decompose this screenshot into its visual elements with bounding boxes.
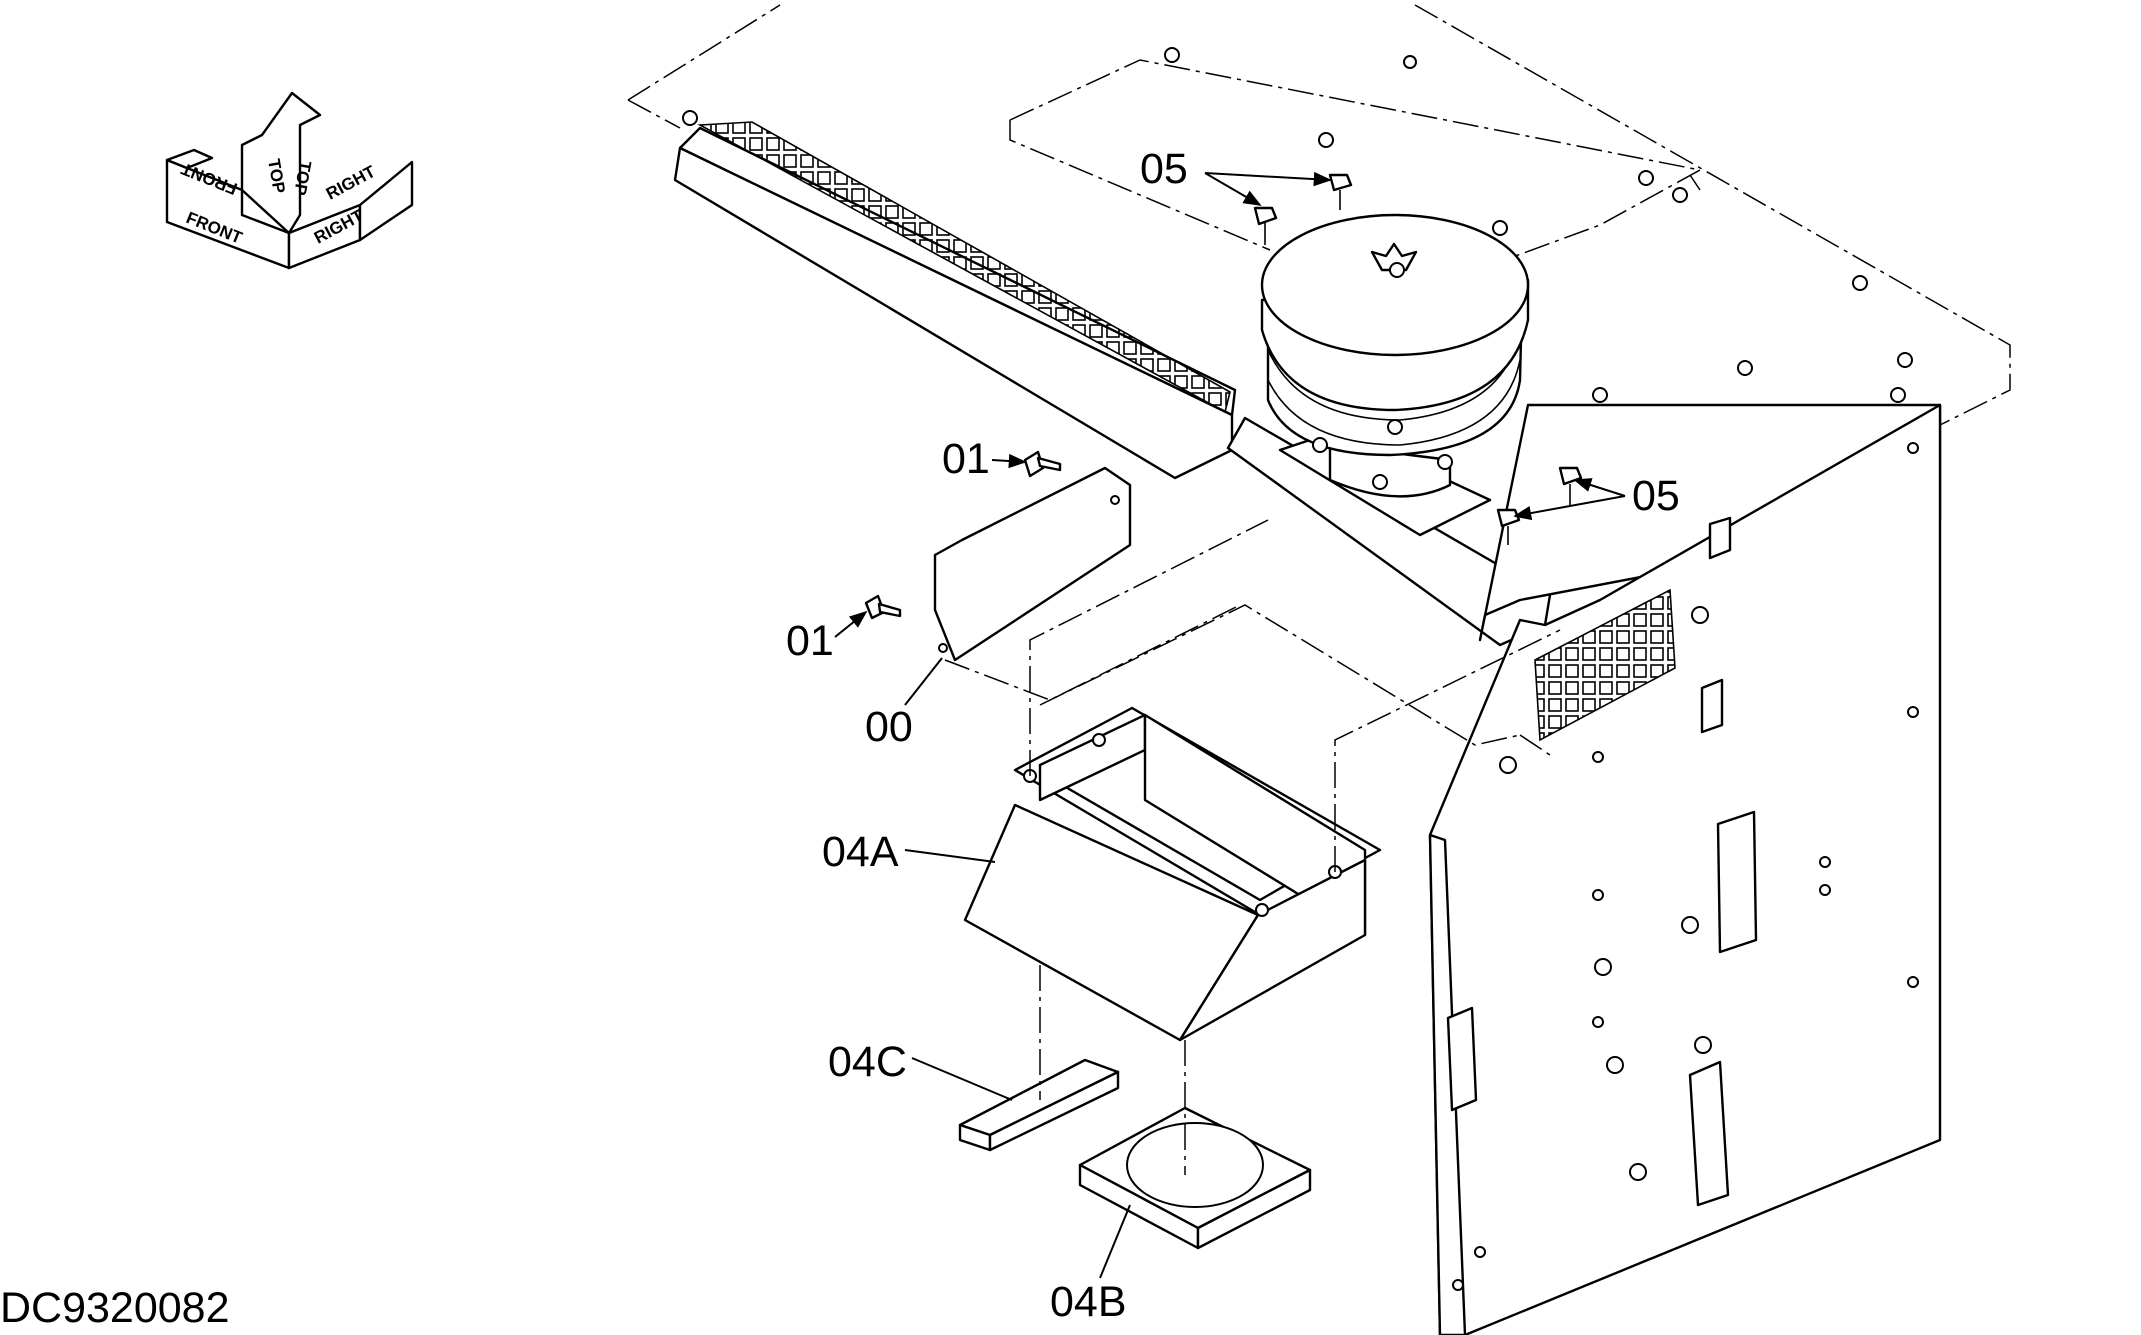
bolt-05-b — [1328, 173, 1353, 210]
bolt-01-upper — [1023, 450, 1062, 478]
seal-strip-04C — [958, 1058, 1120, 1152]
callout-05-lower: 05 — [1632, 472, 1680, 520]
callout-04C: 04C — [828, 1038, 907, 1086]
assembly-lines — [1029, 519, 1561, 1175]
callouts: 05 01 05 01 00 04A 04C 04B — [786, 145, 1680, 1326]
bolt-05-a — [1253, 206, 1278, 245]
air-cleaner — [1226, 213, 1552, 647]
callout-05-upper: 05 — [1140, 145, 1188, 193]
callout-04A: 04A — [822, 828, 899, 876]
callout-01-lower: 01 — [786, 617, 834, 665]
duct-box-04A — [963, 706, 1382, 1042]
cover-plate-00 — [933, 466, 1241, 701]
front-grille — [673, 121, 1237, 480]
orientation-indicator: FRONT FRONT TOP TOP RIGHT RIGHT — [165, 91, 414, 270]
bolt-01-lower — [864, 594, 902, 620]
callout-01-upper: 01 — [942, 435, 990, 483]
side-panel — [1428, 403, 1942, 1335]
callout-00: 00 — [865, 703, 913, 751]
top-cover-plate — [627, 4, 2011, 426]
gasket-04B — [1078, 1106, 1312, 1250]
callout-04B: 04B — [1050, 1278, 1127, 1326]
drawing-id: DC9320082 — [0, 1284, 230, 1332]
bolt-05-c — [1558, 466, 1583, 505]
